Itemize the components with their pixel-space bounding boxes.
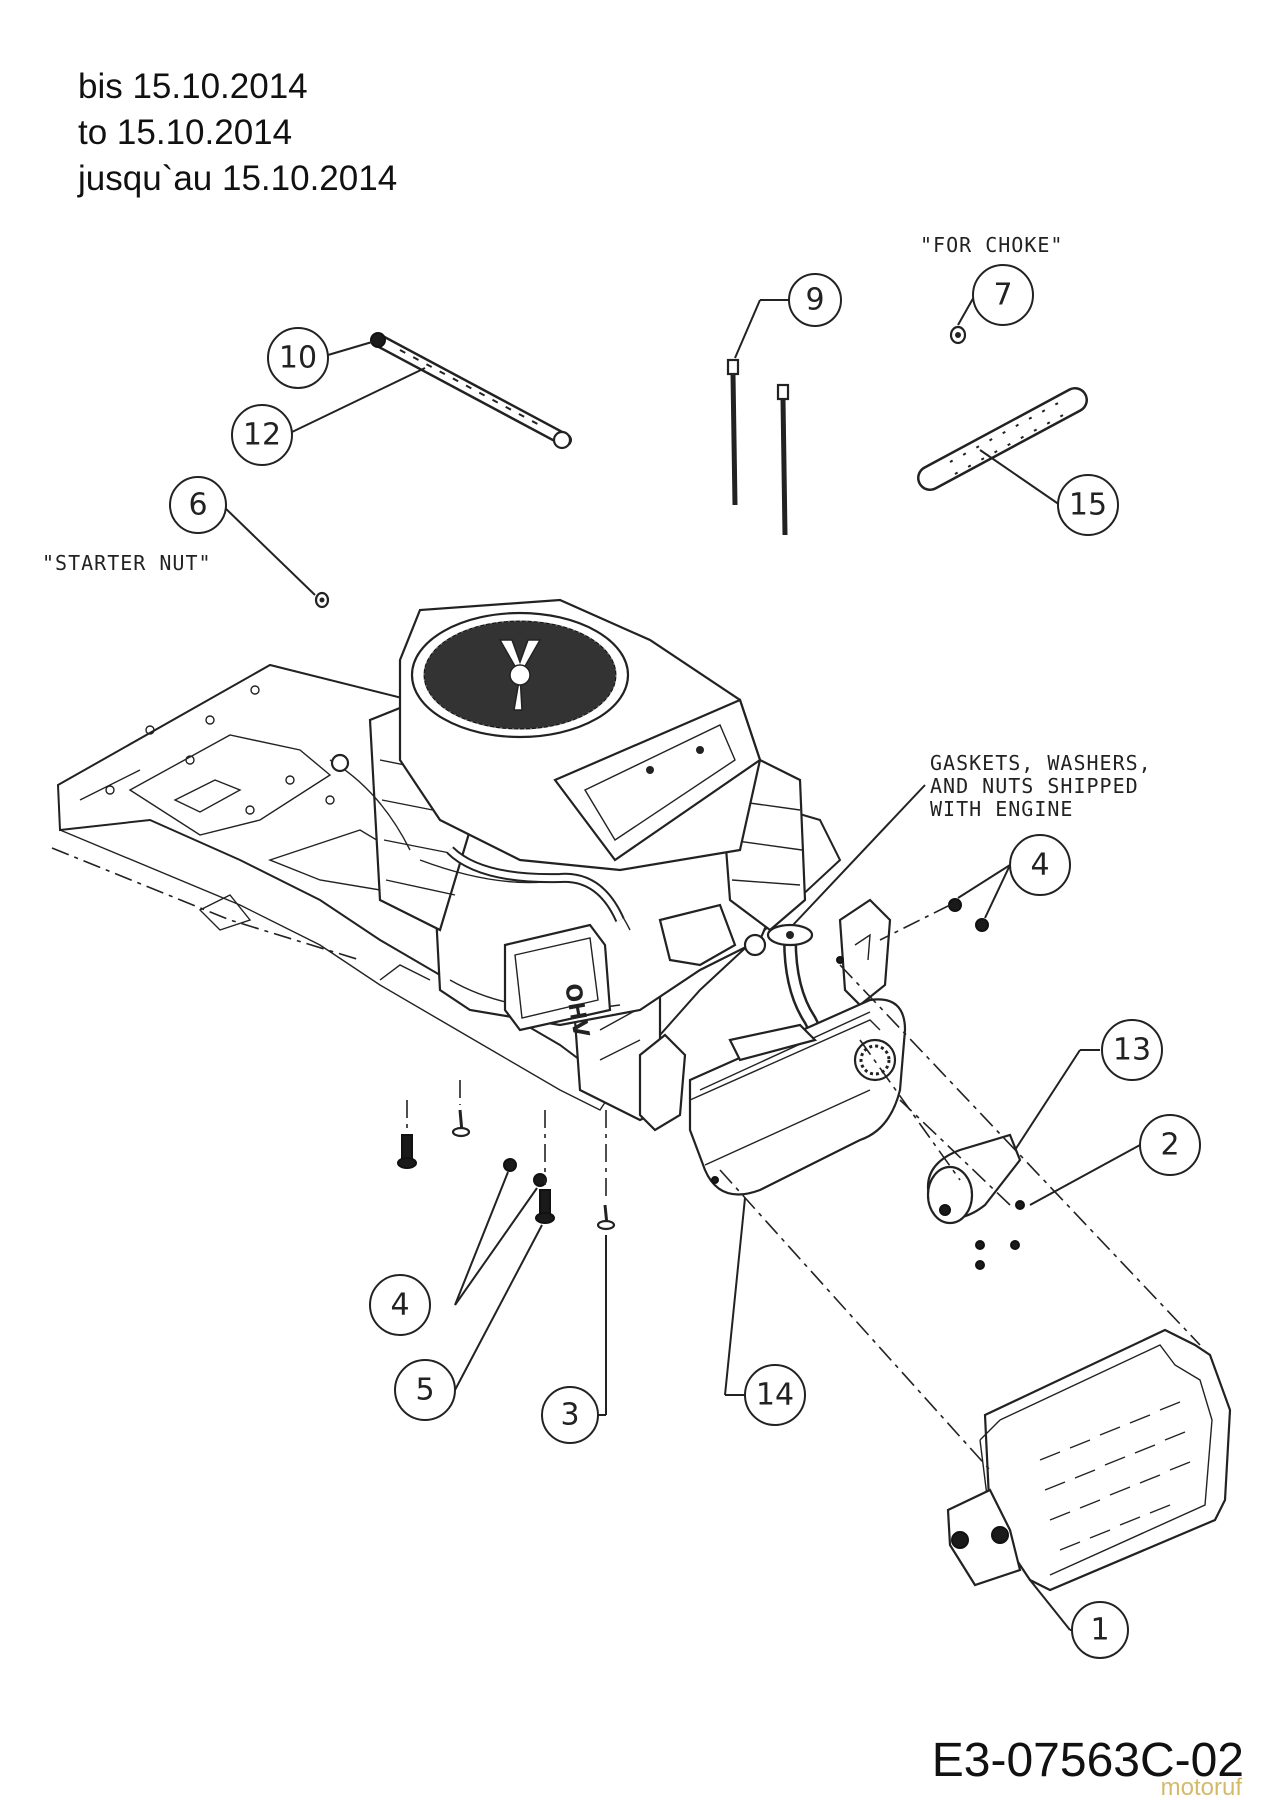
part-14-muffler [688,998,907,1196]
part-6-nut [314,591,330,609]
note-gaskets-line2: AND NUTS SHIPPED [930,774,1139,798]
muffler-bracket-right [838,898,892,1007]
svg-text:9: 9 [805,283,824,318]
callout-2: 2 [1029,1114,1201,1206]
svg-text:4: 4 [390,1288,409,1323]
callout-6: 6 [169,476,316,596]
part-13-deflector [926,1133,1022,1225]
part-7-nut [949,325,967,345]
note-for-choke: "FOR CHOKE" [920,233,1063,257]
callout-12: 12 [231,367,426,466]
callout-9: 9 [734,273,842,359]
svg-text:15: 15 [1069,488,1107,523]
part-12-sleeve [371,333,572,447]
assembly-lines [406,904,1201,1471]
note-gaskets-line1: GASKETS, WASHERS, [930,751,1152,775]
part-15-tube [917,387,1088,491]
callout-4-lower: 4 [369,1171,538,1336]
validity-line-de: bis 15.10.2014 [78,67,308,106]
validity-line-en: to 15.10.2014 [78,113,293,152]
exhaust-pipe [766,923,827,1044]
callout-14: 14 [724,1197,806,1426]
svg-text:7: 7 [993,278,1012,313]
gaskets-note-leader [792,784,926,926]
note-starter-nut: "STARTER NUT" [42,551,212,575]
callout-5: 5 [394,1224,543,1421]
engine: OHV [329,598,807,1039]
fasteners [397,898,1025,1270]
watermark-logo: motoruf [1160,1774,1242,1800]
note-gaskets-line3: WITH ENGINE [930,797,1073,821]
callout-10: 10 [267,327,373,389]
svg-text:6: 6 [188,488,207,523]
svg-text:2: 2 [1160,1128,1179,1163]
callout-1: 1 [1029,1579,1129,1659]
part-10-clip [370,332,572,450]
part-1-heat-shield [946,1328,1232,1592]
callout-7: 7 [957,264,1034,326]
callout-15: 15 [979,449,1119,536]
svg-text:5: 5 [415,1373,434,1408]
muffler-bracket-left [638,1033,687,1132]
drawing-number: E3-07563C-02 [931,1734,1244,1787]
svg-text:1: 1 [1090,1613,1109,1648]
svg-text:14: 14 [756,1378,794,1413]
svg-text:4: 4 [1030,848,1049,883]
svg-text:3: 3 [560,1398,579,1433]
svg-text:13: 13 [1113,1033,1151,1068]
callout-3: 3 [541,1235,607,1444]
svg-text:12: 12 [243,418,281,453]
validity-line-fr: jusqu`au 15.10.2014 [78,159,398,198]
callout-4-upper: 4 [957,834,1071,919]
part-9-cable-ties [726,358,790,536]
svg-text:10: 10 [279,341,317,376]
callout-13: 13 [1014,1019,1163,1151]
